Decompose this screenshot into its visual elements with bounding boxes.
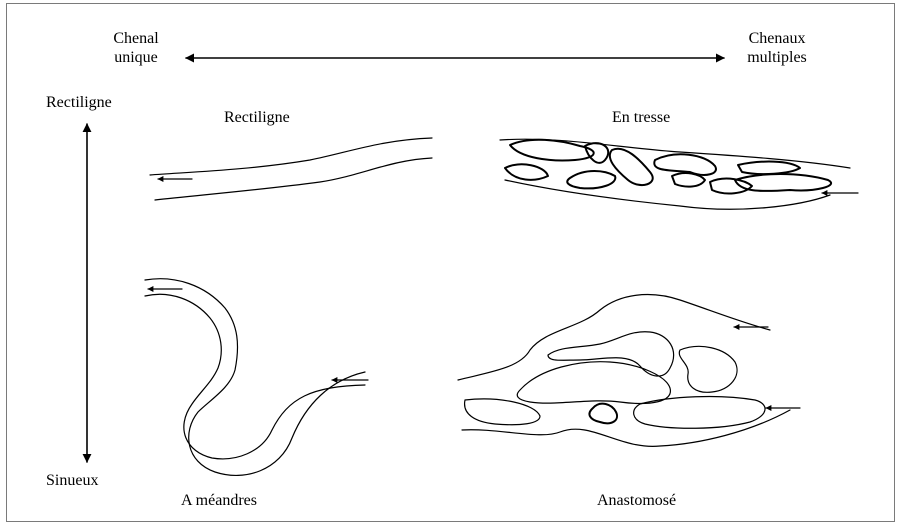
- anastomosing-channel-drawing: [458, 295, 800, 447]
- braided-channel-drawing: [500, 139, 858, 209]
- meandering-channel-drawing: [145, 279, 368, 476]
- straight-channel-drawing: [150, 138, 432, 200]
